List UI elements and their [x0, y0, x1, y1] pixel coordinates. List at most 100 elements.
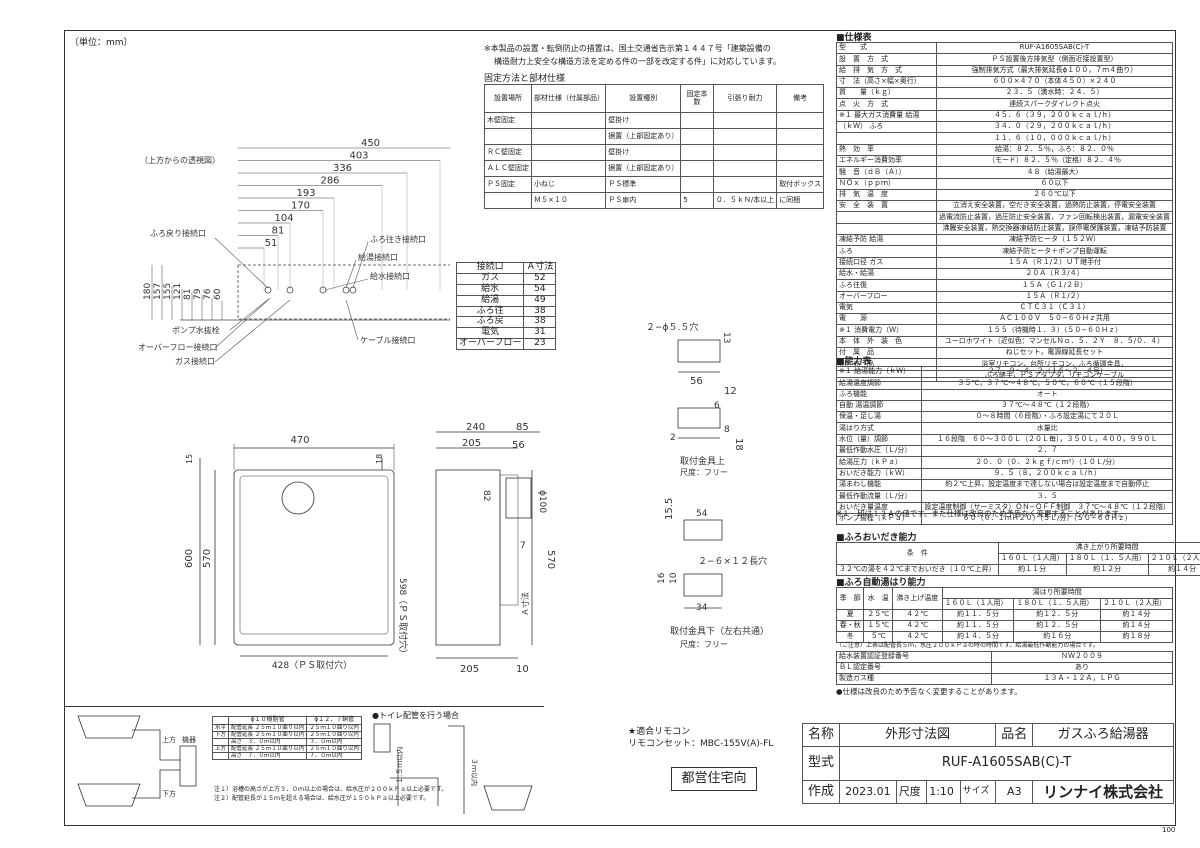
front-dim-18: 18 — [375, 454, 384, 464]
perf-row: ※１ 給湯能力（ｋＷ）２７．９〜４．２（１６〜２．４号） — [835, 365, 1173, 379]
side-dim-value: 121 — [173, 283, 183, 300]
page-number: 100 — [1162, 826, 1176, 834]
tb-product-value: ガスふろ給湯器 — [1032, 723, 1174, 747]
side-dim-value: 155 — [163, 283, 173, 300]
perf-value: オート — [921, 388, 1173, 401]
perf-key: 自動 湯温調節 — [835, 399, 923, 413]
label-water-supply: 給水接続口 — [370, 271, 410, 281]
spec-value: 過電流防止装置，過圧防止安全装置，ファン回転検出装置，漏電安全装置 — [936, 211, 1173, 224]
spec-key: 給 排 気 方 式 — [836, 64, 937, 77]
cert-note: ●仕様は改良のため予告なく変更することがあります。 — [836, 687, 1022, 696]
leader-lines — [214, 237, 369, 363]
conn-name: 給湯 — [455, 294, 525, 307]
bracket-dim-8: 8 — [724, 425, 730, 435]
label-pump-drain: ポンプ水抜栓 — [172, 325, 220, 335]
side-dim-85: 85 — [516, 422, 529, 433]
perf-value: ３５℃，３７℃〜４８℃，５０℃，６０℃（１５段階） — [921, 377, 1173, 390]
conn-value: 54 — [523, 283, 557, 296]
lower-bracket-title: 取付金具下（左右共通） — [670, 625, 769, 637]
reheat-time-160: 約１１分 — [997, 564, 1067, 576]
fixing-cell: ＰＳ固定 — [484, 176, 532, 193]
bracket-dim-6: 6 — [714, 401, 720, 411]
spec-key: 本 体 外 装 色 — [836, 335, 937, 349]
notice-line-2: 構造耐力上安全な構造方法を定める件の一部を改定する件」に対応しています。 — [494, 57, 781, 66]
front-dim-15: 15 — [185, 454, 194, 464]
cert-row: ＢＬ認定番号あり — [836, 662, 1173, 674]
cert-value: あり — [991, 662, 1173, 674]
top-dim-value: 104 — [274, 213, 293, 224]
fixing-cell: Ｍ５×１０ — [530, 192, 607, 209]
pipe-header-2: ϕ１２．７銅管 — [306, 716, 362, 725]
perf-key: 湯まわし機能 — [835, 478, 923, 492]
reheat-time-180: 約１２分 — [1065, 564, 1149, 576]
drawing-frame — [64, 30, 1176, 826]
bracket-title: 取付金具上 — [680, 455, 725, 467]
spec-value: ６００×４７０（本体４５０）×２４０ — [936, 75, 1173, 89]
spec-value: 立消え安全装置，空だき安全装置，過熱防止装置，停電安全装置 — [936, 200, 1173, 213]
spec-row: 寸 法（高さ×幅×奥行）６００×４７０（本体４５０）×２４０ — [836, 75, 1173, 89]
perf-value: ６０（６．１ｍＨ２０）（５Ｌ/分）（５０−６０Ｈｚ） — [921, 512, 1173, 526]
side-dim-7: 7 — [520, 541, 526, 551]
fixing-table: 設置場所部材仕様（付属部品）設置種別固定本数引張り耐力備考 木壁固定壁掛け据置（… — [484, 84, 824, 209]
autofill-cell: ４２℃ — [891, 609, 943, 621]
fixing-cell — [776, 160, 824, 177]
fixing-cell: に同梱 — [776, 192, 824, 209]
spec-key: ※１ 消費電力（Ｗ） — [836, 324, 937, 337]
upper-bracket-drawing: ２−ϕ５.５穴 13 56 12 6 18 8 2 取付金具上 尺度：フリー — [646, 321, 744, 477]
pipe-cell: 水平 — [211, 723, 230, 732]
label-up: 上方 — [162, 735, 176, 744]
cert-key: 製造ガス種 — [836, 673, 992, 685]
top-view-label: （上方からの透視図） — [140, 155, 220, 165]
conn-name: 給水 — [455, 283, 525, 296]
spec-value: ２０Ａ（Ｒ３/４） — [936, 267, 1173, 281]
reheat-condition: ３２℃の湯を４２℃までおいだき（１０℃上昇） — [836, 564, 999, 576]
fixing-header-1: 部材仕様（付属部品） — [530, 84, 607, 113]
fixing-cell — [484, 192, 532, 209]
perf-key: 最低作動流量（Ｌ/分） — [835, 490, 923, 503]
spec-value: （モード）８２．５％（定格）８２．４％ — [936, 154, 1173, 168]
fixing-header-5: 備考 — [776, 84, 824, 113]
spec-key: ＮＯｘ（ｐｐｍ） — [836, 177, 937, 190]
spec-row: ※１ 消費電力（Ｗ）１５５（待機時１．３）（５０−６０Ｈｚ） — [836, 324, 1173, 337]
conn-name: オーバーフロー — [455, 338, 525, 351]
fixing-cell — [712, 144, 778, 161]
spec-key: 電 源 — [836, 313, 937, 326]
fixing-cell: 据置（上部固定あり） — [605, 160, 682, 177]
autofill-sub-180: １８０Ｌ（１．５人用） — [1013, 598, 1102, 610]
top-dim-value: 286 — [320, 176, 339, 187]
top-dim-value: 193 — [296, 188, 315, 199]
spec-row: ＮＯｘ（ｐｐｍ）６０以下 — [836, 177, 1173, 190]
autofill-cell: 冬 — [835, 631, 865, 643]
reheat-table: 条 件 沸き上がり所要時間 １６０Ｌ（１人用） １８０Ｌ（１．５人用） ２１０Ｌ… — [836, 542, 1200, 576]
spec-value: １５Ａ（Ｇ１/２Ｂ） — [936, 279, 1173, 292]
spec-row: 安 全 装 置立消え安全装置，空だき安全装置，過熱防止装置，停電安全装置 — [836, 200, 1173, 213]
perf-key: ふろ機能 — [835, 388, 923, 401]
reheat-sub-210: ２１０Ｌ（２人用） — [1147, 553, 1200, 565]
autofill-header-time: 湯はり所要時間 — [941, 587, 1174, 599]
lower-dim-34: 34 — [696, 603, 708, 613]
spec-value: ＡＣ１００Ｖ ５０−６０Ｈｚ共用 — [936, 313, 1173, 326]
piping-note-1: 注１）浴槽の高さが上方３．０ｍ以上の場合は、給水圧が２００ｋＰａ以上必要です。 — [214, 786, 448, 793]
tb-scale-label: 尺度 — [895, 780, 928, 804]
piping-section — [64, 706, 544, 825]
spec-key — [836, 222, 937, 236]
label-furo-return: ふろ戻り接続口 — [150, 228, 206, 238]
spec-value: ４５．６（３９，２００ｋｃａｌ/ｈ） — [936, 109, 1173, 123]
spec-row: 凍結予防 給湯凍結予防ヒータ（１５２Ｗ） — [836, 234, 1173, 247]
fixing-cell — [776, 112, 824, 129]
spec-row: エネルギー消費効率（モード）８２．５％（定格）８２．４％ — [836, 154, 1173, 168]
top-dim-value: 403 — [349, 151, 368, 162]
tb-scale-value: 1:10 — [926, 780, 961, 804]
perf-key: 給湯圧力（ｋＰａ） — [835, 456, 923, 469]
pipe-cell: ３．０ｍ以内 — [306, 737, 362, 746]
reheat-header-time: 沸き上がり所要時間 — [997, 542, 1200, 554]
